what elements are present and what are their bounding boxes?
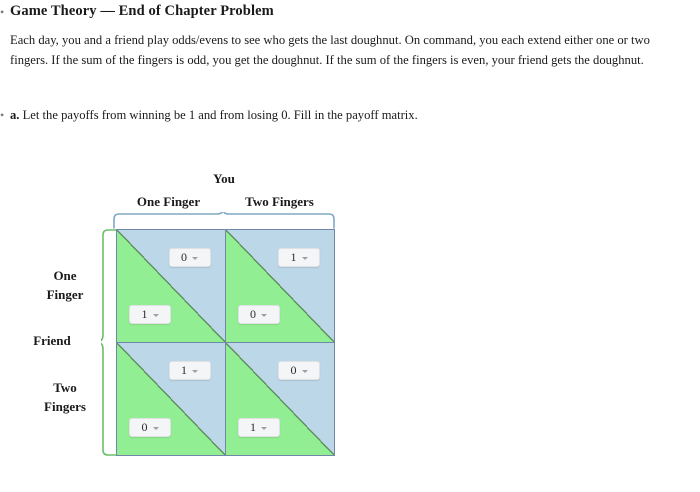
row-header-one-finger-line2: Finger [46,287,84,302]
payoff-value-column-two-one: 1 [181,362,187,377]
column-header-one-finger: One Finger [136,194,201,209]
column-player-label: You [213,171,235,186]
matrix-cell-one-one: 0 1 [117,230,226,343]
page-title: Game Theory — End of Chapter Problem [10,3,274,19]
payoff-select-column-two-two[interactable]: 0 [278,360,320,380]
payoff-value-row-one-one: 1 [141,306,148,321]
matrix-cell-two-one: 1 0 [117,342,226,455]
column-header-two-fingers: Two Fingers [245,194,314,209]
row-header-one-finger-line1: One [53,268,77,283]
problem-statement: Each day, you and a friend play odds/eve… [10,33,650,67]
row-header-one-finger: One Finger [30,266,100,304]
payoff-select-row-one-one[interactable]: 1 [129,304,171,324]
chevron-down-icon [261,427,267,430]
matrix-grid: 0 1 1 0 1 0 [116,229,335,456]
row-header-two-fingers: Two Fingers [30,378,100,416]
payoff-value-row-two-one: 0 [141,420,148,434]
row-header-two-fingers-line2: Fingers [44,399,86,414]
payoff-value-column-one-one: 0 [181,250,187,264]
chevron-down-icon [301,369,308,373]
payoff-value-column-two-two: 0 [290,362,297,377]
chevron-down-icon [192,369,198,373]
payoff-select-row-two-two[interactable]: 1 [237,418,280,437]
column-brace-icon [113,212,335,229]
matrix-cell-two-two: 0 1 [225,342,334,455]
gutter-mark-part-a: • [0,109,5,121]
row-header-two-fingers-line1: Two [53,380,77,395]
part-a-prompt: a. Let the payoffs from winning be 1 and… [10,106,418,124]
payoff-select-row-one-two[interactable]: 0 [237,304,280,324]
row-player-label: Friend [33,333,71,348]
matrix-cell-one-two: 1 0 [225,230,334,343]
gutter-mark-heading: • [0,6,5,18]
payoff-select-column-one-two[interactable]: 1 [278,248,320,267]
chevron-down-icon [261,313,267,317]
chevron-down-icon [152,427,159,430]
payoff-select-row-two-one[interactable]: 0 [129,418,171,437]
chevron-down-icon [192,257,198,260]
payoff-value-row-one-two: 0 [250,306,256,321]
part-a-label: a. [10,108,20,122]
payoff-value-row-two-two: 1 [250,420,256,434]
payoff-select-column-one-one[interactable]: 0 [168,248,211,267]
row-brace-icon [101,229,117,456]
chevron-down-icon [301,257,308,260]
payoff-select-column-two-one[interactable]: 1 [168,360,211,380]
part-a-text: Let the payoffs from winning be 1 and fr… [22,108,418,122]
payoff-value-column-one-two: 1 [290,250,297,264]
chevron-down-icon [152,313,159,317]
